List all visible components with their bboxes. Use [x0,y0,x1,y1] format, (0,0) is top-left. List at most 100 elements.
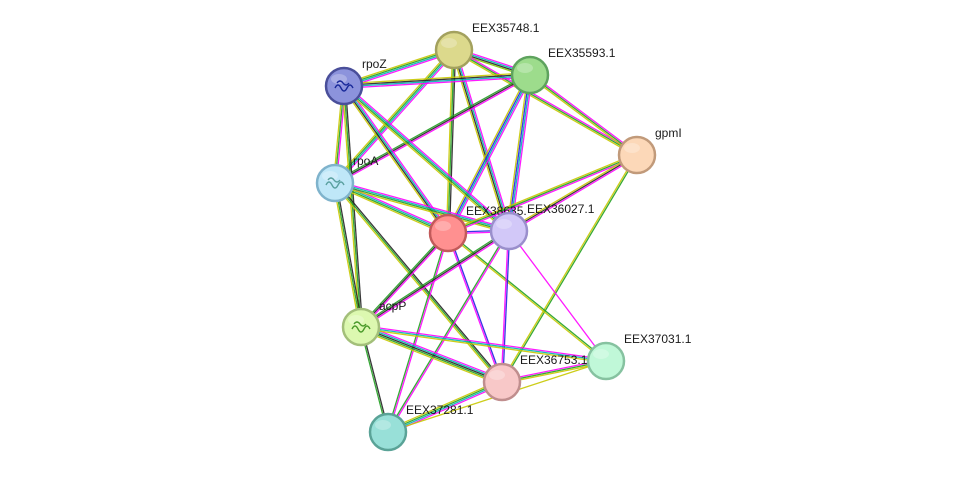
edge-acpp-eex37031-1[interactable] [360,324,607,364]
edge-evidence-line [333,73,530,183]
edge-evidence-line [343,72,530,85]
edge-gpmi-eex38635[interactable] [447,153,638,235]
edge-evidence-line [334,183,448,235]
edge-acpp-eex36753[interactable] [359,323,504,386]
edge-evidence-line [343,86,509,233]
edge-evidence-line [335,181,504,382]
edge-evidence-line [454,48,639,155]
edge-evidence-line [360,230,510,328]
edge-evidence-line [447,153,637,233]
edge-rpoa-acpp[interactable] [332,182,364,328]
edge-eex36027-1-eex36753[interactable] [500,230,511,383]
edge-evidence-line [502,155,639,383]
edge-evidence-line [361,323,504,380]
edge-evidence-line [528,75,637,157]
node-circle[interactable] [428,213,468,253]
edge-evidence-line [360,232,449,328]
node-eex38635[interactable]: EEX38635. [428,204,527,253]
edge-gpmi-eex36027-1[interactable] [507,153,639,233]
edge-evidence-line [332,48,453,182]
edge-evidence-line [453,49,638,156]
edge-evidence-line [332,183,361,328]
edge-evidence-line [508,230,607,362]
edge-evidence-line [446,233,502,383]
edge-evidence-line [334,182,362,328]
edge-evidence-line [446,74,530,233]
node-label: EEX37031.1 [624,332,692,346]
edge-evidence-line [344,76,531,89]
node-circle[interactable] [368,412,408,452]
edge-gpmi-eex36753[interactable] [500,154,639,383]
edge-evidence-line [360,326,503,383]
node-eex37281-1[interactable]: EEX37281.1 [368,403,474,452]
edge-evidence-line [359,229,509,327]
edge-evidence-line [335,50,456,184]
edge-evidence-line [508,154,638,232]
node-label: gpmI [655,126,682,140]
edge-eex35748-1-gpmi[interactable] [452,48,639,157]
node-acpp[interactable]: acpP [341,299,406,347]
node-circle[interactable] [586,341,626,381]
node-circle[interactable] [341,307,381,347]
node-gpmi[interactable]: gpmI [617,126,682,175]
edge-evidence-line [388,382,503,434]
node-circle[interactable] [434,30,474,70]
edge-evidence-line [343,48,454,86]
edge-eex35593-1-eex38635[interactable] [445,73,533,235]
edge-eex36027-1-eex37031-1[interactable] [508,230,607,362]
node-label: EEX35593.1 [548,46,616,60]
node-circle[interactable] [617,135,657,175]
protein-structure-icon [351,321,371,333]
edge-eex35593-1-rpoz[interactable] [343,72,531,89]
edge-eex36027-1-acpp[interactable] [359,229,511,329]
edge-evidence-line [386,230,509,432]
edge-evidence-line [359,329,502,386]
node-circle[interactable] [315,163,355,203]
node-circle[interactable] [510,55,550,95]
node-highlight [624,143,640,153]
edge-evidence-line [386,379,502,431]
edge-evidence-line [448,232,504,382]
edge-evidence-line [509,155,639,233]
edge-eex35593-1-gpmi[interactable] [528,73,639,157]
edge-rpoa-eex36753[interactable] [333,181,504,384]
edge-evidence-line [336,51,457,185]
node-eex36027-1[interactable]: EEX36027.1 [489,202,595,251]
edge-evidence-line [344,50,455,88]
edge-evidence-line [335,182,364,327]
node-circle[interactable] [324,66,364,106]
node-eex35748-1[interactable]: EEX35748.1 [434,21,540,70]
edge-rpoz-eex36027-1[interactable] [342,83,511,234]
edge-eex38635-eex37281-1[interactable] [386,232,450,433]
edge-evidence-line [361,324,503,382]
node-eex36753[interactable]: EEX36753.1 [482,353,588,402]
node-eex37031-1[interactable]: EEX37031.1 [586,332,692,381]
edge-evidence-line [448,155,638,235]
node-circle[interactable] [482,362,522,402]
edge-evidence-line [361,231,511,329]
edge-eex38635-acpp[interactable] [359,231,450,329]
node-label: EEX37281.1 [406,403,474,417]
edge-evidence-line [361,324,607,361]
node-rpoz[interactable]: rpoZ [324,57,387,106]
edge-evidence-line [360,327,502,385]
edge-evidence-line [530,73,639,155]
protein-structure-icon [325,177,345,189]
edge-eex36027-1-eex37281-1[interactable] [386,230,511,433]
node-circle[interactable] [489,211,529,251]
edge-eex35748-1-rpoa[interactable] [332,48,457,185]
node-rpoa[interactable]: rpoA [315,154,378,203]
edge-evidence-line [388,231,511,433]
edge-evidence-line [529,74,638,156]
node-eex35593-1[interactable]: EEX35593.1 [510,46,616,95]
edge-evidence-line [333,183,502,384]
edge-eex38635-eex36753[interactable] [446,232,504,383]
edge-evidence-line [507,153,637,231]
edge-evidence-line [334,184,509,234]
node-highlight [496,219,512,229]
node-highlight [348,315,364,325]
node-label: EEX36753.1 [520,353,588,367]
edge-eex35593-1-rpoa[interactable] [333,73,532,185]
edge-evidence-line [386,232,448,432]
